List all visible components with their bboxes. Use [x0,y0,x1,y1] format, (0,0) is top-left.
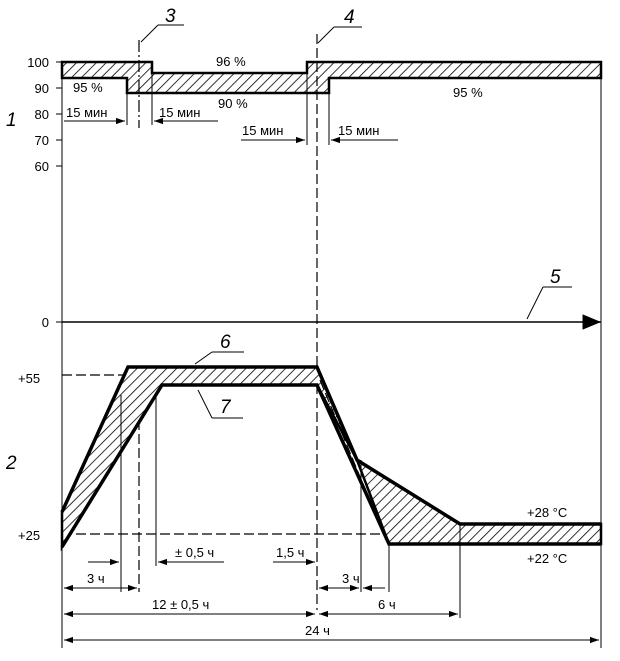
temperature-label-lower: +22 °C [527,551,567,566]
humidity-tick-labels: 100 90 80 70 60 0 [27,55,49,330]
callout-4: 4 [317,7,362,44]
callout-3-label: 3 [165,6,176,27]
time-label-fall: 3 ч [342,571,360,586]
humidity-label-middle: 96 % [216,54,246,69]
upper-limit-line [60,365,601,526]
callout-5-label: 5 [550,267,561,288]
time-dimension-lines: ± 0,5 ч 1,5 ч 3 ч 3 ч 12 ± 0,5 ч 6 ч 24 … [64,395,599,644]
tick-label-plus25: +25 [18,528,40,543]
nominal-fall-dashed [319,379,387,541]
tick-label-0: 0 [42,315,49,330]
humidity-ticks [56,61,62,323]
callout-3: 3 [140,6,184,43]
time-label-tolerance: ± 0,5 ч [175,545,214,560]
tick-label-plus55: +55 [18,371,40,386]
tick-label-80: 80 [35,107,49,122]
time-label-half-cycle: 12 ± 0,5 ч [152,597,209,612]
time-label-full-cycle: 24 ч [305,623,330,638]
callout-5: 5 [526,267,572,320]
time-label-hold: 1,5 ч [276,545,304,560]
tick-label-100: 100 [27,55,49,70]
callout-6-label: 6 [220,332,231,353]
callout-4-label: 4 [344,7,355,28]
transition-2-dimension: 15 мин 15 мин [241,62,398,145]
time-label-rise: 3 ч [87,571,105,586]
humidity-label-middle-lower: 90 % [218,96,248,111]
callout-6: 6 [194,332,244,365]
time-label-recovery: 6 ч [378,597,396,612]
humidity-band [60,60,603,95]
transition-1-dimension: 15 мин 15 мин [64,40,218,128]
callout-7-label: 7 [220,397,232,418]
tick-label-70: 70 [35,133,49,148]
callout-7: 7 [197,389,243,419]
transition-2-label-right: 15 мин [338,123,379,138]
transition-1-label-left: 15 мин [66,105,107,120]
tick-label-90: 90 [35,81,49,96]
temperature-band [60,365,603,552]
transition-2-label-left: 15 мин [242,123,283,138]
humidity-label-left: 95 % [73,80,103,95]
section-label-temperature: 2 [5,453,17,474]
transition-1-label-right: 15 мин [159,105,200,120]
temperature-label-upper: +28 °C [527,505,567,520]
section-label-humidity: 1 [6,110,17,131]
humidity-label-right: 95 % [453,85,483,100]
tick-label-60: 60 [35,159,49,174]
